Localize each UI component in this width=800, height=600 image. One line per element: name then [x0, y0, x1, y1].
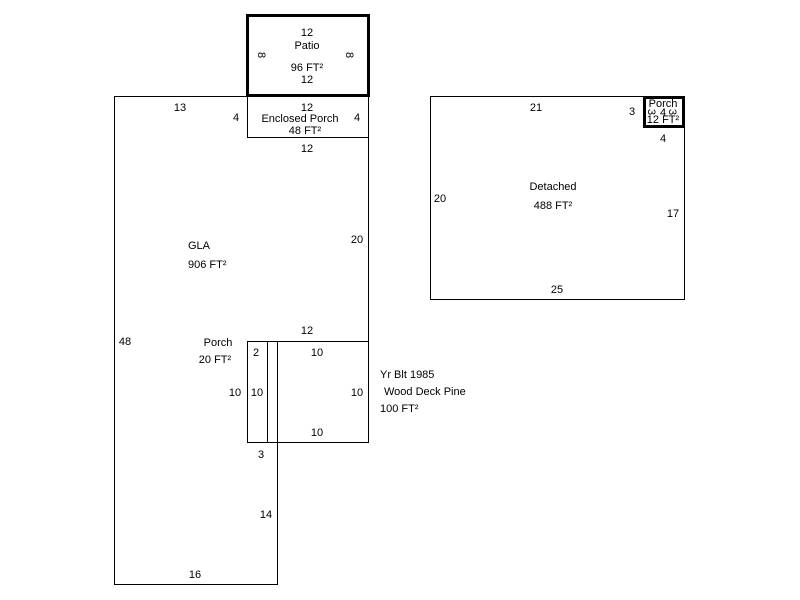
deck-area: 100 FT² [380, 403, 419, 415]
det-dim-bottom: 25 [551, 284, 563, 296]
sp-dim-left: 3 [629, 106, 635, 118]
porch-area: 20 FT² [199, 354, 232, 366]
patio-label: Patio [294, 40, 319, 52]
deck-label: Wood Deck Pine [384, 386, 466, 398]
patio-dim-right: 8 [343, 52, 355, 58]
gla-dim-top: 13 [174, 102, 186, 114]
gla-dim-step: 3 [258, 449, 264, 461]
gla-label: GLA [188, 240, 211, 252]
det-dim-left: 20 [434, 193, 446, 205]
patio-dim-top: 12 [301, 27, 313, 39]
gla-area: 906 FT² [188, 259, 227, 271]
gla-dim-lower-right: 14 [260, 509, 272, 521]
patio-dim-left: 8 [255, 52, 267, 58]
deck-dim-bottom: 10 [311, 427, 323, 439]
ep-dim-right: 4 [354, 112, 360, 124]
small-porch-outline [643, 96, 685, 128]
porch-dim-right: 10 [251, 387, 263, 399]
ep-dim-left: 4 [233, 112, 239, 124]
ep-dim-bottom: 12 [301, 143, 313, 155]
deck-dim-top: 12 [301, 325, 313, 337]
deck-dim-right: 10 [351, 387, 363, 399]
gla-dim-bottom: 16 [189, 569, 201, 581]
porch-dim-top: 2 [253, 347, 259, 359]
ep-dim-top: 12 [301, 102, 313, 114]
sp-label: Porch [649, 98, 678, 110]
sp-dim-bottom: 4 [660, 133, 666, 145]
gla-dim-left: 48 [119, 336, 131, 348]
ep-label: Enclosed Porch [261, 113, 338, 125]
patio-area: 96 FT² [291, 62, 324, 74]
patio-dim-bottom: 12 [301, 74, 313, 86]
patio-outline [246, 14, 370, 97]
sp-area: 12 FT² [647, 114, 680, 126]
det-dim-right: 17 [667, 208, 679, 220]
ep-area: 48 FT² [289, 125, 322, 137]
detached-outline [430, 96, 685, 300]
gla-dim-right: 20 [351, 234, 363, 246]
det-dim-top: 21 [530, 102, 542, 114]
wood-deck-outline [267, 341, 369, 443]
porch-label: Porch [204, 337, 233, 349]
det-label: Detached [529, 181, 576, 193]
gla-outline [114, 96, 369, 585]
sp-dim-inner-left: 3 [645, 109, 657, 115]
deck-dim-inner-top: 10 [311, 347, 323, 359]
det-area: 488 FT² [534, 200, 573, 212]
sp-dim-inner-right: 3 [666, 109, 678, 115]
deck-year: Yr Blt 1985 [380, 369, 434, 381]
porch-dim-left: 10 [229, 387, 241, 399]
sp-dim-top: 4 [660, 107, 666, 119]
